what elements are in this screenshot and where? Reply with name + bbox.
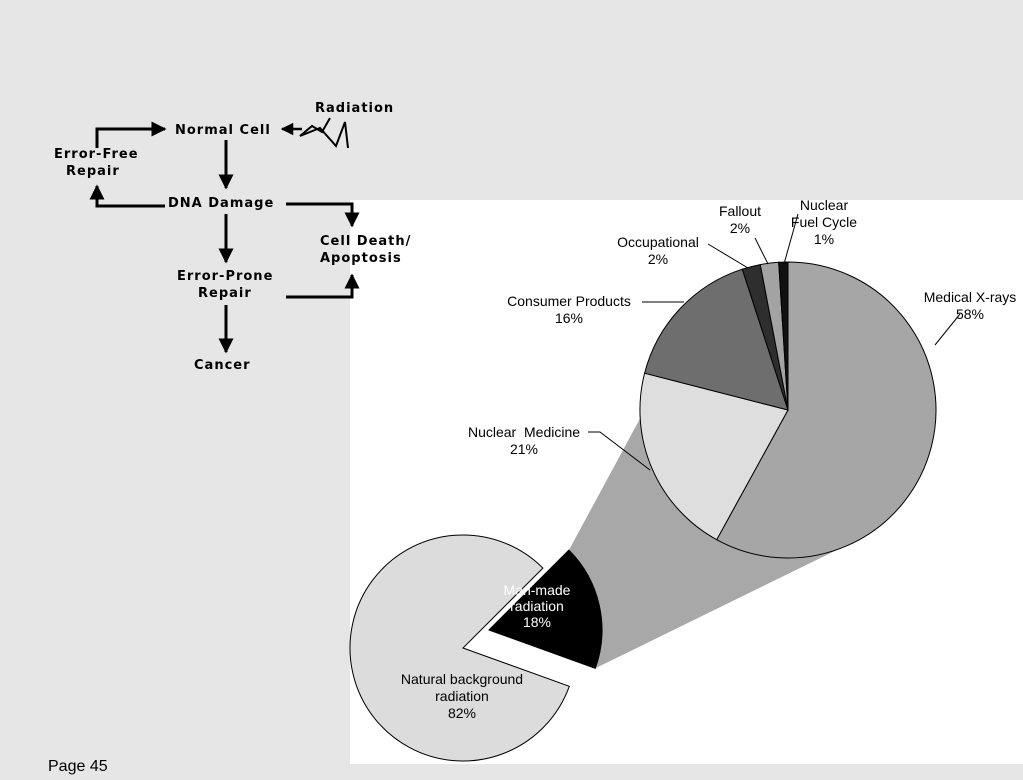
label-natural-line1: Natural background <box>401 671 523 687</box>
manmade-breakdown-pie <box>639 261 937 559</box>
label-occupational: Occupational <box>617 234 699 250</box>
radiation-flowchart: Radiation Normal Cell DNA Damage Error-F… <box>54 101 411 373</box>
label-natural-value: 82% <box>448 705 476 721</box>
flow-dna-damage: DNA Damage <box>168 196 274 211</box>
radiation-sources-charts: Natural background radiation 82% Man-mad… <box>349 197 1017 762</box>
slice-natural-background <box>349 534 570 762</box>
leader-nuclear-medicine <box>588 431 651 471</box>
leader-fallout <box>754 237 769 265</box>
arrow-errorfree-to-normal <box>95 121 167 148</box>
slice-nuclear-medicine <box>639 372 789 541</box>
label-fallout-value: 2% <box>730 220 750 236</box>
slice-man-made <box>488 549 603 669</box>
label-medical-xrays-value: 58% <box>956 306 984 322</box>
slice-nuclear-fuel-cycle <box>778 261 789 411</box>
slice-consumer-products <box>643 268 789 411</box>
label-consumer-products-value: 16% <box>555 310 583 326</box>
label-nuclear-fuel-value: 1% <box>814 231 834 247</box>
flow-normal-cell: Normal Cell <box>175 123 271 138</box>
label-consumer-products: Consumer Products <box>507 293 631 309</box>
label-nuclear-fuel-line2: Fuel Cycle <box>791 214 857 230</box>
flow-radiation-label: Radiation <box>315 101 394 116</box>
page-number: Page 45 <box>48 758 108 775</box>
label-fallout: Fallout <box>719 203 761 219</box>
label-nuclear-fuel-line1: Nuclear <box>800 197 849 213</box>
label-medical-xrays: Medical X-rays <box>924 289 1017 305</box>
leader-fuel <box>783 213 799 265</box>
leader-medical <box>934 313 961 346</box>
flow-error-prone-line1: Error-Prone <box>177 269 273 284</box>
label-manmade-line1: Man-made <box>504 582 571 598</box>
label-manmade-line2: radiation <box>510 598 564 614</box>
arrow-dna-to-errorfree <box>89 184 165 208</box>
slice-medical-xrays <box>716 261 937 559</box>
flow-cell-death-line2: Apoptosis <box>320 251 402 266</box>
flow-cell-death-line1: Cell Death/ <box>320 234 411 249</box>
label-occupational-value: 2% <box>648 251 668 267</box>
label-nuclear-medicine-value: 21% <box>510 441 538 457</box>
flow-error-free-line1: Error-Free <box>54 147 139 162</box>
flow-error-prone-line2: Repair <box>198 286 252 301</box>
flow-error-free-line2: Repair <box>66 164 120 179</box>
radiation-zigzag <box>299 117 349 149</box>
leader-occupational <box>707 243 749 269</box>
label-natural-line2: radiation <box>435 688 489 704</box>
flow-cancer: Cancer <box>194 358 251 373</box>
natural-vs-manmade-pie <box>349 534 603 762</box>
label-nuclear-medicine: Nuclear Medicine <box>468 424 580 440</box>
arrow-errorprone-to-celldeath <box>286 273 360 299</box>
arrow-dna-to-celldeath <box>286 202 360 228</box>
label-manmade-value: 18% <box>523 614 551 630</box>
